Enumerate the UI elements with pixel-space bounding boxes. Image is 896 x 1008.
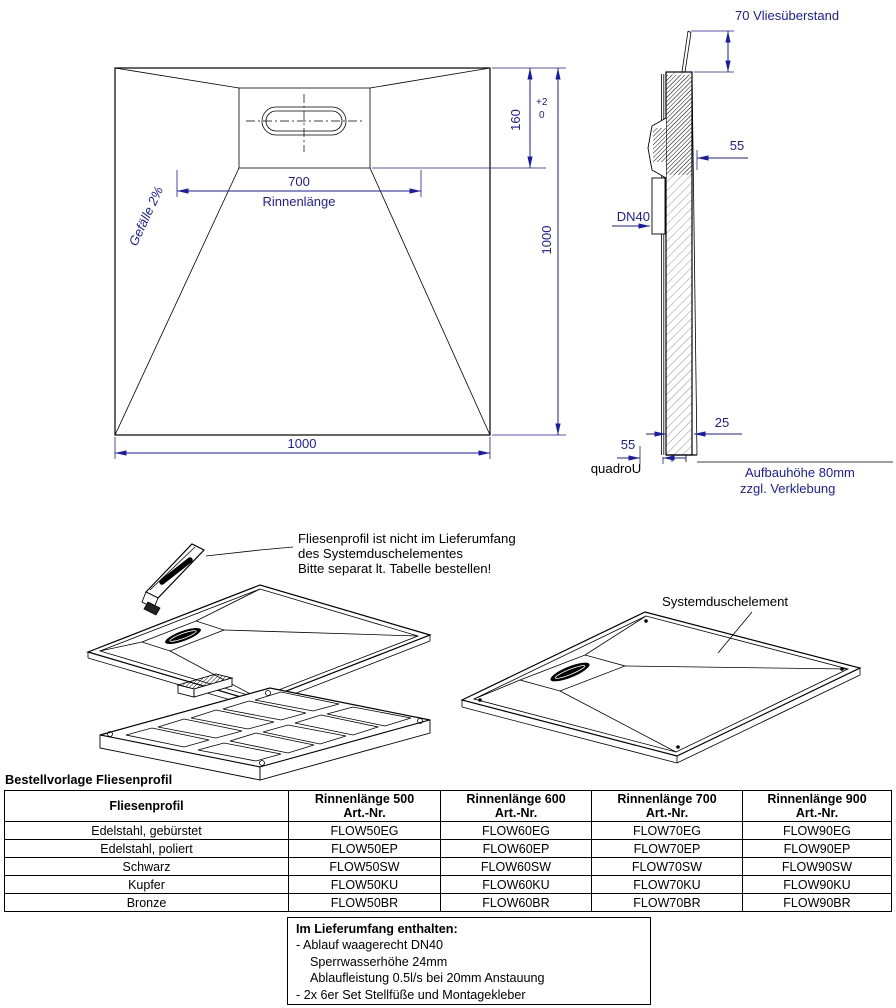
delivery-scope-box: Im Lieferumfang enthalten: - Ablauf waag… [287,917,651,1005]
height-note-line2: zzgl. Verklebung [740,481,835,496]
col-header-700: Rinnenlänge 700 Art.-Nr. [591,790,743,822]
art-nr-cell: FLOW70EP [591,839,743,858]
col-header-900: Rinnenlänge 900 Art.-Nr. [742,790,892,822]
channel-length-label: Rinnenlänge [262,194,335,209]
technical-drawing: Gefälle 2% 700 Rinnenlänge 1000 160 +2 0 [114,8,893,496]
order-table-title: Bestellvorlage Fliesenprofil [5,772,173,787]
art-nr-cell: FLOW90EG [742,821,892,840]
delivery-box-title: Im Lieferumfang enthalten: [296,922,458,936]
plan-view: Gefälle 2% 700 Rinnenlänge 1000 160 +2 0 [114,67,566,459]
order-table: Fliesenprofil Rinnenlänge 500 Art.-Nr. R… [4,790,892,912]
dimension-width: 1000 [114,436,491,459]
isometric-views: Fliesenprofil ist nicht im Lieferumfang … [86,531,862,781]
drain-type-label: DN40 [617,209,650,224]
art-nr-cell: FLOW60EP [440,839,592,858]
delivery-box-line: - Ablauf waagerecht DN40 [296,938,444,953]
table-row: Kupfer FLOW50KU FLOW60KU FLOW70KU FLOW90… [4,875,892,894]
col-header-500: Rinnenlänge 500 Art.-Nr. [288,790,441,822]
tolerance-upper: +2 [536,97,548,108]
dimension-fleece-overhang: 70 Vliesüberstand [691,8,839,73]
tile-profile-part [141,543,205,616]
height-note-line1: Aufbauhöhe 80mm [745,465,855,480]
art-nr-cell: FLOW70SW [591,857,743,876]
channel-length-value: 700 [288,174,310,189]
art-nr-cell: FLOW90EP [742,839,892,858]
tolerance-lower: 0 [539,110,545,121]
art-nr-cell: FLOW60BR [440,893,592,912]
drain-pipe [651,177,666,235]
art-nr-cell: FLOW50SW [288,857,441,876]
dimension-channel-length: 700 Rinnenlänge [176,170,422,209]
side-view: 70 Vliesüberstand 55 DN40 25 55 quadroU [591,8,893,496]
art-nr-cell: FLOW50EG [288,821,441,840]
row-label: Bronze [4,893,289,912]
tray-outline [114,67,491,436]
art-nr-cell: FLOW60EG [440,821,592,840]
art-nr-cell: FLOW60KU [440,875,592,894]
depth-value: 1000 [539,226,554,255]
note-leader-line [205,546,294,557]
delivery-box-line: - 2x 6er Set Stellfüße und Montagekleber [296,987,526,1002]
base-pockets [125,691,412,762]
tray-top-exploded [86,584,432,709]
dimension-55-bottom: 55 quadroU [591,437,686,476]
drain-slot [165,627,201,645]
drain-offset-value: 160 [508,109,523,131]
dimension-25: 25 [646,415,742,437]
row-label: Edelstahl, gebürstet [4,821,289,840]
table-row: Bronze FLOW50BR FLOW60BR FLOW70BR FLOW90… [4,893,892,912]
art-nr-cell: FLOW50KU [288,875,441,894]
art-nr-cell: FLOW70EG [591,821,743,840]
dim-55-bottom-value: 55 [621,437,635,452]
art-nr-cell: FLOW70BR [591,893,743,912]
art-nr-cell: FLOW50BR [288,893,441,912]
art-nr-cell: FLOW90KU [742,875,892,894]
dimension-drain-offset: 160 +2 0 [372,67,566,169]
label-leader-line [717,611,753,654]
art-nr-cell: FLOW60SW [440,857,592,876]
system-element-view: Systemduschelement [460,594,862,764]
dim-55-top-value: 55 [730,138,744,153]
art-nr-cell: FLOW90BR [742,893,892,912]
table-row: Schwarz FLOW50SW FLOW60SW FLOW70SW FLOW9… [4,857,892,876]
base-feet-holes [107,690,423,766]
system-element-label: Systemduschelement [662,594,788,609]
panel-hatch-top [666,75,692,123]
note-line-1: Fliesenprofil ist nicht im Lieferumfang [298,531,516,546]
width-value: 1000 [288,436,317,451]
height-note: Aufbauhöhe 80mm zzgl. Verklebung [740,465,855,496]
delivery-box-line: Ablaufleistung 0.5l/s bei 20mm Anstauung [310,971,545,986]
exploded-view: Fliesenprofil ist nicht im Lieferumfang … [86,531,516,781]
dim-25-value: 25 [715,415,729,430]
panel-hatch-mid [666,123,692,175]
header-row: Fliesenprofil Rinnenlänge 500 Art.-Nr. R… [4,790,892,822]
row-label: Kupfer [4,875,289,894]
table-row: Edelstahl, poliert FLOW50EP FLOW60EP FLO… [4,839,892,858]
slope-label: Gefälle 2% [126,184,166,248]
drain-slot-right [550,662,590,682]
drain-trap [647,117,667,235]
row-label: Edelstahl, poliert [4,839,289,858]
note-line-2: des Systemduschelementes [298,546,463,561]
delivery-box-line: Sperrwasserhöhe 24mm [310,954,448,969]
col-header-600: Rinnenlänge 600 Art.-Nr. [440,790,592,822]
product-name-label: quadroU [591,461,642,476]
note-line-3: Bitte separat lt. Tabelle bestellen! [298,561,491,576]
dimension-55-top: 55 [696,138,748,170]
slope-fold-lines [114,67,491,436]
art-nr-cell: FLOW90SW [742,857,892,876]
col-header-profile: Fliesenprofil [4,790,289,822]
drain-housing-3d [176,673,234,698]
fleece-label: 70 Vliesüberstand [735,8,839,23]
corner-marks [478,619,844,749]
drain-type-callout: DN40 [612,209,650,229]
art-nr-cell: FLOW70KU [591,875,743,894]
dimension-depth: 1000 [492,68,566,436]
row-label: Schwarz [4,857,289,876]
table-row: Edelstahl, gebürstet FLOW50EG FLOW60EG F… [4,821,892,840]
drain-housing-box [238,87,371,169]
art-nr-cell: FLOW50EP [288,839,441,858]
base-element [99,673,431,781]
